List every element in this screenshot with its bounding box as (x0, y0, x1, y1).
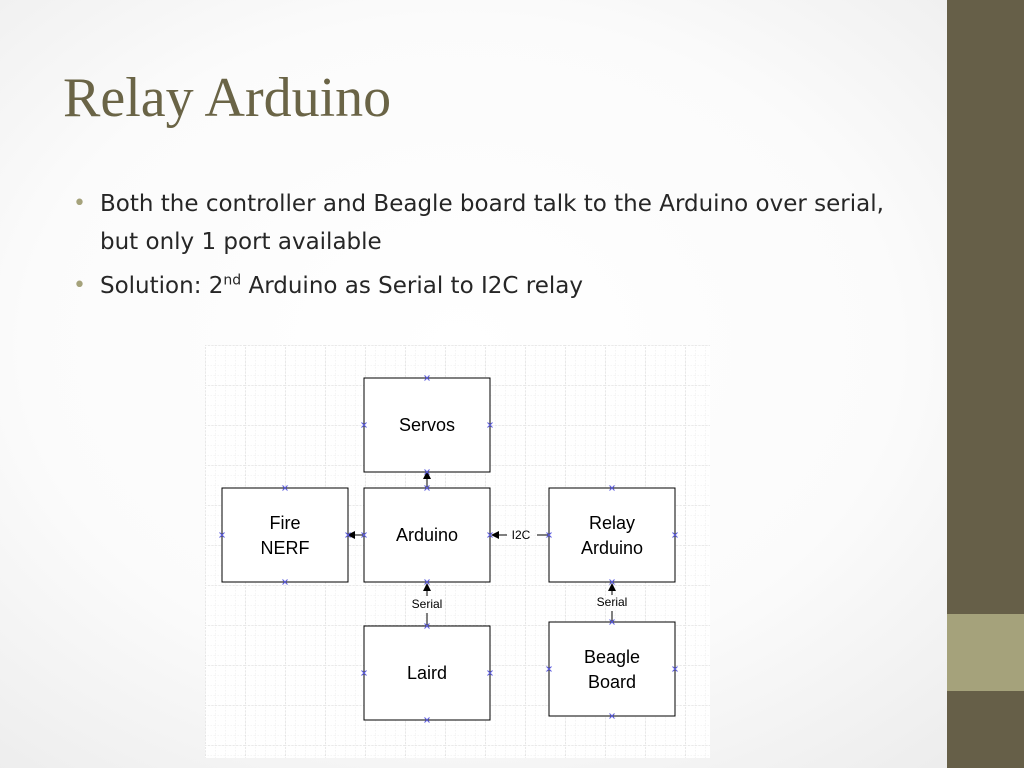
connection-point-icon (424, 579, 430, 585)
connection-point-icon (345, 532, 351, 538)
connection-point-icon (424, 717, 430, 723)
sidebar-accent-block (947, 614, 1024, 691)
bullet-text-suffix: Arduino as Serial to I2C relay (241, 273, 583, 299)
block-diagram: I2C Serial Serial Servos Fire NERF Ardui… (205, 345, 710, 758)
node-label: NERF (261, 538, 310, 558)
connection-point-icon (487, 670, 493, 676)
connection-point-icon (609, 619, 615, 625)
node-arduino: Arduino (363, 487, 491, 583)
node-label: Board (588, 672, 636, 692)
node-fire-nerf: Fire NERF (221, 487, 349, 583)
connection-point-icon (219, 532, 225, 538)
node-label: Laird (407, 663, 447, 683)
bullet-text: Both the controller and Beagle board tal… (100, 191, 884, 255)
connection-point-icon (282, 579, 288, 585)
edge-label-serial-laird: Serial (412, 597, 443, 611)
connection-point-icon (609, 713, 615, 719)
bullet-dot-icon: • (73, 273, 86, 298)
node-label: Arduino (581, 538, 643, 558)
connection-point-icon (424, 469, 430, 475)
node-label: Arduino (396, 525, 458, 545)
node-label: Fire (270, 513, 301, 533)
connection-point-icon (487, 422, 493, 428)
connection-points (219, 375, 678, 723)
connection-point-icon (424, 375, 430, 381)
node-label: Beagle (584, 647, 640, 667)
bullet-item: • Solution: 2nd Arduino as Serial to I2C… (72, 267, 902, 305)
connection-point-icon (361, 532, 367, 538)
node-laird: Laird (363, 625, 491, 721)
connection-point-icon (609, 485, 615, 491)
connection-point-icon (609, 579, 615, 585)
edge-label-serial-beagle: Serial (597, 595, 628, 609)
node-beagle-board: Beagle Board (548, 621, 676, 717)
connection-point-icon (361, 670, 367, 676)
bullet-text-prefix: Solution: 2 (100, 273, 224, 299)
connection-point-icon (546, 666, 552, 672)
node-label: Relay (589, 513, 635, 533)
connection-point-icon (487, 532, 493, 538)
slide-title: Relay Arduino (63, 67, 392, 129)
node-servos: Servos (363, 377, 491, 473)
connection-point-icon (672, 666, 678, 672)
connection-point-icon (672, 532, 678, 538)
connection-point-icon (546, 532, 552, 538)
connection-point-icon (424, 623, 430, 629)
connection-point-icon (424, 485, 430, 491)
bullet-superscript: nd (223, 272, 242, 289)
connection-point-icon (282, 485, 288, 491)
node-relay-arduino: Relay Arduino (548, 487, 676, 583)
bullet-item: • Both the controller and Beagle board t… (72, 185, 902, 261)
connection-point-icon (361, 422, 367, 428)
bullet-list: • Both the controller and Beagle board t… (72, 185, 902, 311)
bullet-dot-icon: • (73, 191, 86, 216)
edge-label-i2c: I2C (512, 528, 531, 542)
node-label: Servos (399, 415, 455, 435)
